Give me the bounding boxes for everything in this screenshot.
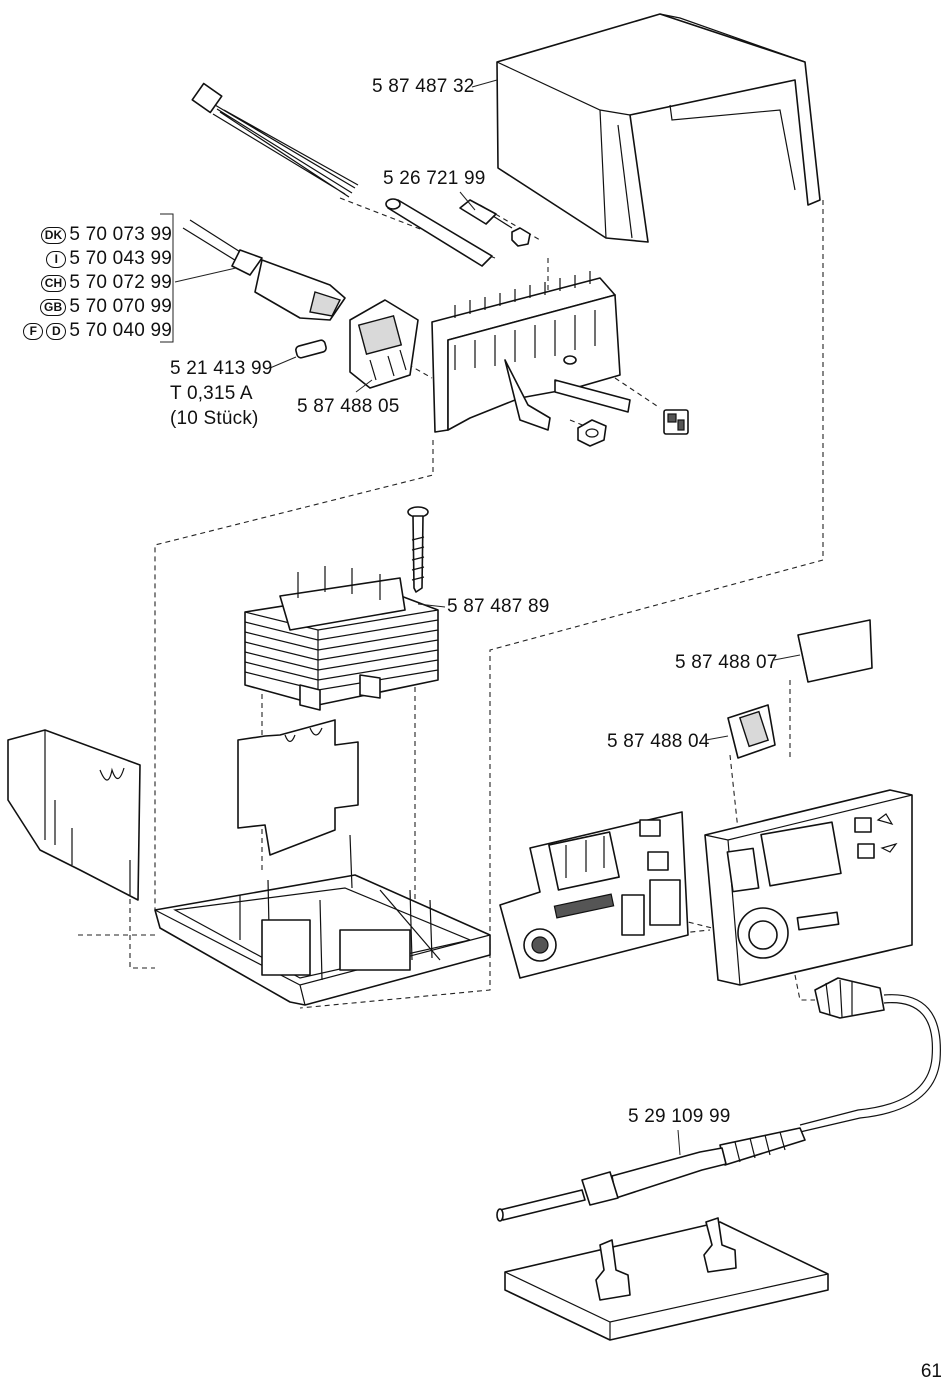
display-window-label: 5 87 488 07	[675, 652, 778, 674]
power-cord-part-i: 5 70 043 99	[69, 248, 172, 270]
power-socket-label: 5 87 488 05	[297, 396, 400, 418]
power-cord-part	[183, 220, 345, 320]
screw-part	[408, 507, 428, 592]
fuse-rating-label: T 0,315 A	[170, 383, 253, 405]
power-cord-part-gb: 5 70 070 99	[69, 296, 172, 318]
side-insulator-part	[8, 730, 140, 900]
country-badge-i: I	[46, 251, 66, 268]
heatsink-bracket-part	[432, 271, 630, 432]
country-badge-gb: GB	[40, 299, 66, 316]
country-badge-dk: DK	[41, 227, 67, 244]
cover-label: 5 87 487 32	[372, 76, 475, 98]
country-badge-d: D	[46, 323, 66, 340]
switch-label: 5 87 488 04	[607, 731, 710, 753]
power-socket-part	[350, 300, 418, 388]
iron-holder-part	[505, 1218, 828, 1340]
display-window-part	[798, 620, 872, 682]
country-badge-f: F	[23, 323, 43, 340]
sensor-cable-part	[192, 83, 358, 197]
power-cord-part-ch: 5 70 072 99	[69, 272, 172, 294]
page-number: 61	[921, 1361, 942, 1383]
front-panel-part	[705, 790, 912, 985]
power-cord-part-dk: 5 70 073 99	[69, 224, 172, 246]
tip-pin-part	[460, 200, 530, 246]
top-cover-part	[497, 14, 820, 242]
rocker-switch-part	[728, 705, 775, 758]
rod-label: 5 26 721 99	[383, 168, 486, 190]
insulating-sheet-part	[238, 720, 358, 855]
fuse-part	[295, 339, 327, 358]
fuse-qty-label: (10 Stück)	[170, 408, 259, 430]
transformer-part	[245, 566, 438, 710]
toggle-switch-part	[664, 410, 688, 434]
power-cord-part-fd: 5 70 040 99	[69, 320, 172, 342]
nut-part	[578, 420, 606, 446]
soldering-iron-part	[497, 1128, 805, 1221]
iron-connector-part	[815, 978, 884, 1018]
soldering-iron-label: 5 29 109 99	[628, 1106, 731, 1128]
fuse-part-label: 5 21 413 99	[170, 358, 273, 380]
transformer-label: 5 87 487 89	[447, 596, 550, 618]
country-badge-ch: CH	[41, 275, 67, 292]
control-pcb-part	[500, 812, 688, 978]
iron-cable-part	[800, 995, 940, 1132]
base-housing-part	[155, 835, 490, 1005]
